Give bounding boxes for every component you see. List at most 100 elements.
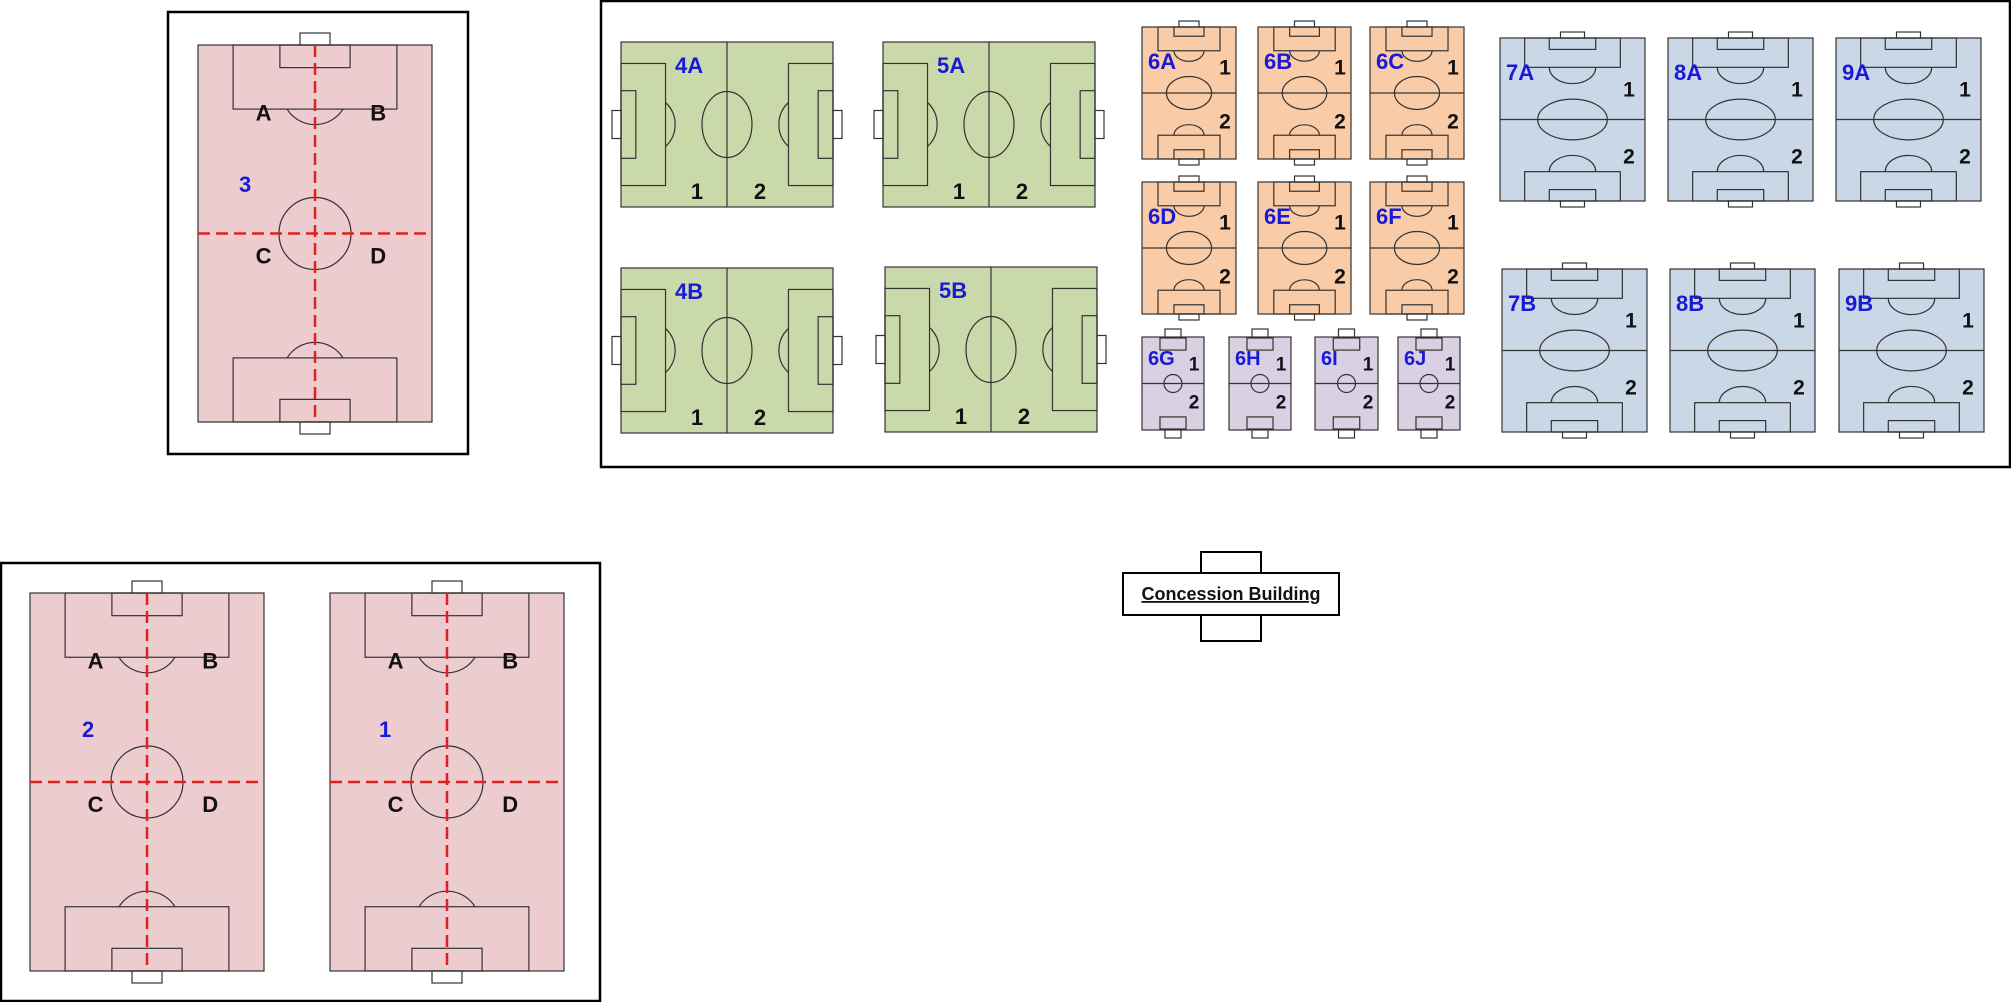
center-circle xyxy=(701,316,753,385)
half-label-2: 2 xyxy=(754,405,766,430)
field-name-label: 1 xyxy=(379,717,391,742)
center-circle xyxy=(1419,373,1439,394)
goal-area-top xyxy=(1401,26,1433,37)
goal-bottom xyxy=(1337,429,1356,439)
goal-area-left xyxy=(620,90,637,159)
penalty-arc-top xyxy=(1401,50,1433,62)
goal-top xyxy=(1561,262,1588,270)
center-circle xyxy=(1393,75,1441,111)
concession-annex-bottom xyxy=(1200,613,1262,642)
field-name-label: 6F xyxy=(1376,204,1402,229)
goal-area-bottom xyxy=(1550,419,1599,433)
goal-area-top xyxy=(1550,268,1599,282)
half-label-1: 1 xyxy=(1962,310,1974,333)
field-name-label: 6H xyxy=(1235,348,1261,370)
goal-bottom xyxy=(1898,431,1925,439)
goal-bottom xyxy=(1406,313,1428,321)
field-name-label: 3 xyxy=(239,172,251,197)
goal-area-bottom xyxy=(1718,419,1767,433)
half-label-2: 2 xyxy=(754,179,766,204)
goal-area-top xyxy=(1173,181,1205,192)
goal-top xyxy=(1293,20,1316,28)
half-label-2: 2 xyxy=(1219,111,1231,134)
goal-left xyxy=(873,109,884,140)
goal-area-bottom xyxy=(1401,149,1433,160)
goal-bottom xyxy=(1164,429,1182,439)
goal-top xyxy=(1178,175,1200,183)
quadrant-label-d: D xyxy=(502,792,518,817)
penalty-arc-right xyxy=(778,328,789,373)
penalty-area-top xyxy=(1332,337,1361,351)
goal-top xyxy=(1251,328,1269,338)
goal-left xyxy=(875,334,886,365)
half-label-2: 2 xyxy=(1219,266,1231,289)
field-name-label: 2 xyxy=(82,717,94,742)
goal-bottom xyxy=(1727,200,1754,208)
penalty-area-top xyxy=(1415,337,1443,351)
center-circle xyxy=(1165,75,1213,111)
quadrant-label-b: B xyxy=(202,649,218,674)
field-name-label: 6J xyxy=(1404,348,1426,370)
field-name-label: 5B xyxy=(939,278,967,303)
goal-top xyxy=(1559,31,1586,39)
goal-top xyxy=(131,580,163,594)
half-label-1: 1 xyxy=(955,404,967,429)
half-label-2: 2 xyxy=(1447,266,1459,289)
penalty-arc-top xyxy=(1548,67,1597,85)
field-name-label: 7B xyxy=(1508,291,1536,316)
penalty-arc-top xyxy=(1173,205,1205,217)
concession-main-box[interactable] xyxy=(1122,572,1340,616)
goal-area-top xyxy=(1401,181,1433,192)
field-name-label: 4A xyxy=(675,53,703,78)
goal-bottom xyxy=(1293,313,1316,321)
center-circle xyxy=(1165,230,1213,266)
concession-building: Concession Building xyxy=(1122,551,1340,642)
goal-area-left xyxy=(882,90,899,159)
goal-top xyxy=(1406,175,1428,183)
center-circle xyxy=(1537,98,1608,141)
goal-top xyxy=(1406,20,1428,28)
penalty-arc-top xyxy=(1401,205,1433,217)
field-name-label: 8B xyxy=(1676,291,1704,316)
goal-area-right xyxy=(1081,315,1098,384)
half-label-1: 1 xyxy=(1445,354,1456,375)
goal-area-bottom xyxy=(279,398,351,423)
penalty-arc-right xyxy=(778,102,789,147)
half-label-1: 1 xyxy=(1189,354,1200,375)
goal-top xyxy=(1178,20,1200,28)
penalty-arc-top xyxy=(1289,205,1320,217)
field-name-label: 6E xyxy=(1264,204,1291,229)
half-label-1: 1 xyxy=(953,179,965,204)
penalty-arc-bottom xyxy=(1716,154,1765,172)
penalty-arc-left xyxy=(927,102,938,147)
goal-area-top xyxy=(1548,37,1597,51)
center-circle xyxy=(1336,373,1357,394)
half-label-2: 2 xyxy=(1334,266,1346,289)
goal-bottom xyxy=(131,970,163,984)
goal-area-bottom xyxy=(1289,304,1320,315)
goal-top xyxy=(1420,328,1438,338)
